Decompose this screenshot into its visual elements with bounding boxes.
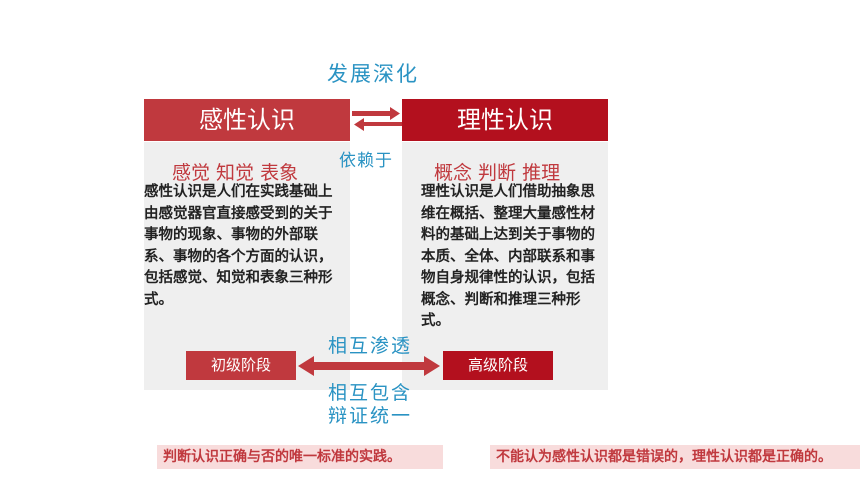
rational-header: 理性认识 (402, 99, 608, 141)
rational-forms-subtitle: 概念 判断 推理 (434, 162, 561, 184)
practice-criterion-note: 判断认识正确与否的唯一标准的实践。 (157, 445, 443, 469)
primary-stage-box: 初级阶段 (186, 351, 296, 380)
advanced-stage-box: 高级阶段 (443, 351, 553, 380)
perceptual-forms-subtitle: 感觉 知觉 表象 (172, 162, 299, 184)
exchange-arrows-icon (352, 107, 402, 131)
develop-deepen-label: 发展深化 (327, 62, 419, 86)
rational-definition-text: 理性认识是人们借助抽象思维在概括、整理大量感性材料的基础上达到关于事物的本质、全… (421, 183, 595, 329)
perceptual-panel (144, 142, 350, 390)
perceptual-header: 感性认识 (144, 99, 350, 141)
mutual-inclusion-label: 相互包含 (328, 382, 413, 404)
mutual-penetration-label: 相互渗透 (328, 335, 413, 357)
not-all-wrong-note: 不能认为感性认识都是错误的，理性认识都是正确的。 (490, 445, 860, 469)
perceptual-definition-text: 感性认识是人们在实践基础上由感觉器官直接感受到的关于事物的现象、事物的外部联系、… (144, 183, 333, 308)
double-arrow-icon (298, 356, 440, 376)
depend-on-label: 依赖于 (339, 151, 393, 171)
dialectical-unity-label: 辩证统一 (328, 405, 413, 427)
rational-panel (402, 142, 608, 390)
